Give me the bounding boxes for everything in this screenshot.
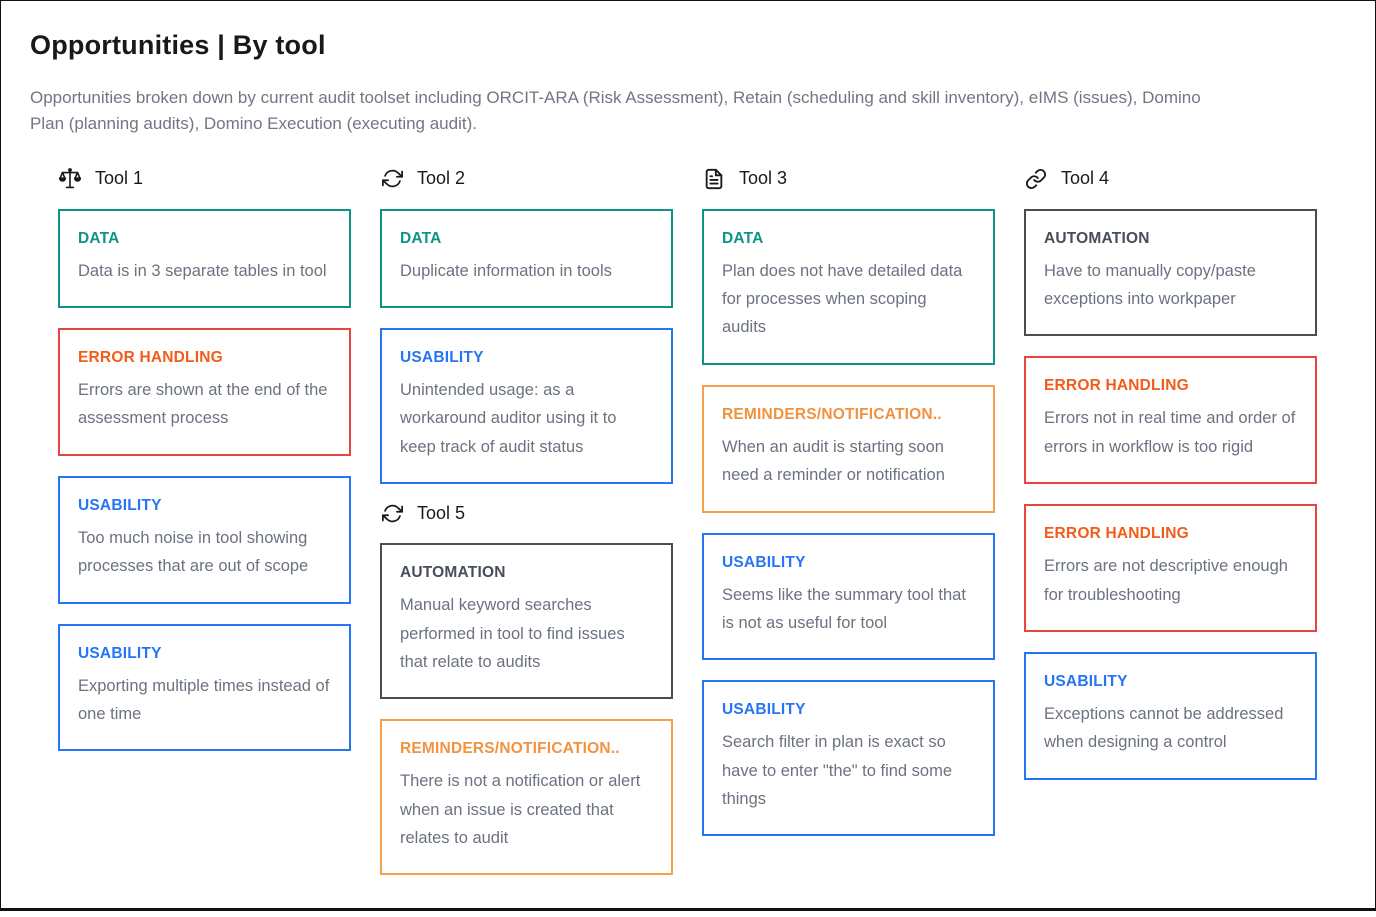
card-text: Unintended usage: as a workaround audito… — [400, 381, 617, 456]
card-text: There is not a notification or alert whe… — [400, 772, 641, 848]
opportunity-card[interactable]: AUTOMATION Manual keyword searches perfo… — [380, 543, 673, 700]
opportunities-board: Tool 1 DATA Data is in 3 separate tables… — [58, 164, 1346, 876]
section-tool-1: Tool 1 DATA Data is in 3 separate tables… — [58, 164, 351, 752]
balance-scale-icon — [58, 167, 82, 191]
card-text: Search filter in plan is exact so have t… — [722, 733, 953, 809]
card-category: AUTOMATION — [1044, 229, 1150, 247]
card-text: Errors not in real time and order of err… — [1044, 409, 1296, 456]
card-text: Duplicate information in tools — [400, 261, 612, 280]
column-label: Tool 5 — [417, 502, 466, 523]
column-tool-4: Tool 4 AUTOMATION Have to manually copy/… — [1024, 164, 1317, 876]
opportunity-card[interactable]: USABILITY Search filter in plan is exact… — [702, 680, 995, 837]
card-text: Seems like the summary tool that is not … — [722, 585, 966, 632]
column-tool-1: Tool 1 DATA Data is in 3 separate tables… — [58, 164, 351, 876]
card-text: Errors are shown at the end of the asses… — [78, 381, 328, 428]
refresh-icon — [380, 503, 404, 524]
card-category: REMINDERS/NOTIFICATION.. — [400, 740, 620, 758]
section-tool-5: Tool 5 AUTOMATION Manual keyword searche… — [380, 498, 673, 876]
column-tool-3: Tool 3 DATA Plan does not have detailed … — [702, 164, 995, 876]
card-category: USABILITY — [722, 553, 806, 571]
column-label: Tool 4 — [1061, 168, 1110, 189]
link-icon — [1024, 168, 1048, 190]
opportunity-card[interactable]: ERROR HANDLING Errors are not descriptiv… — [1024, 504, 1317, 632]
refresh-icon — [380, 168, 404, 189]
column-header: Tool 4 — [1024, 164, 1317, 194]
opportunity-card[interactable]: DATA Plan does not have detailed data fo… — [702, 208, 995, 365]
opportunity-card[interactable]: USABILITY Unintended usage: as a workaro… — [380, 328, 673, 485]
card-category: ERROR HANDLING — [1044, 525, 1189, 543]
section-tool-4: Tool 4 AUTOMATION Have to manually copy/… — [1024, 164, 1317, 780]
card-category: USABILITY — [1044, 672, 1128, 690]
page-title: Opportunities | By tool — [30, 30, 326, 60]
card-category: USABILITY — [78, 496, 162, 514]
opportunity-card[interactable]: USABILITY Seems like the summary tool th… — [702, 532, 995, 661]
opportunity-card[interactable]: REMINDERS/NOTIFICATION.. When an audit i… — [702, 384, 995, 513]
opportunity-card[interactable]: REMINDERS/NOTIFICATION.. There is not a … — [380, 719, 673, 876]
opportunity-card[interactable]: USABILITY Exceptions cannot be addressed… — [1024, 651, 1317, 780]
opportunity-card[interactable]: DATA Data is in 3 separate tables in too… — [58, 208, 351, 309]
page-subtitle: Opportunities broken down by current aud… — [30, 88, 1201, 134]
column-label: Tool 2 — [417, 168, 466, 189]
card-category: DATA — [78, 229, 120, 247]
card-category: USABILITY — [78, 644, 162, 662]
column-header: Tool 5 — [380, 498, 673, 528]
column-header: Tool 1 — [58, 164, 351, 194]
opportunities-page: Opportunities | By tool Opportunities br… — [30, 30, 1346, 876]
opportunity-card[interactable]: AUTOMATION Have to manually copy/paste e… — [1024, 208, 1317, 337]
card-text: When an audit is starting soon need a re… — [722, 437, 945, 485]
opportunity-card[interactable]: USABILITY Too much noise in tool showing… — [58, 475, 351, 604]
column-label: Tool 3 — [739, 168, 788, 189]
card-text: Exporting multiple times instead of one … — [78, 676, 330, 723]
card-category: REMINDERS/NOTIFICATION.. — [722, 405, 942, 423]
opportunity-card[interactable]: USABILITY Exporting multiple times inste… — [58, 623, 351, 752]
card-text: Too much noise in tool showing processes… — [78, 528, 309, 576]
opportunity-card[interactable]: ERROR HANDLING Errors are shown at the e… — [58, 328, 351, 456]
section-tool-2: Tool 2 DATA Duplicate information in too… — [380, 164, 673, 485]
column-label: Tool 1 — [95, 168, 144, 189]
card-category: AUTOMATION — [400, 564, 506, 582]
card-category: USABILITY — [400, 349, 484, 367]
card-category: DATA — [722, 229, 764, 247]
document-icon — [702, 168, 726, 190]
opportunity-card[interactable]: ERROR HANDLING Errors not in real time a… — [1024, 356, 1317, 485]
card-text: Plan does not have detailed data for pro… — [722, 261, 963, 337]
column-header: Tool 3 — [702, 164, 995, 194]
card-text: Have to manually copy/paste exceptions i… — [1044, 261, 1256, 309]
card-text: Manual keyword searches performed in too… — [400, 596, 625, 671]
card-category: ERROR HANDLING — [78, 349, 223, 367]
card-text: Errors are not descriptive enough for tr… — [1044, 557, 1288, 604]
card-category: ERROR HANDLING — [1044, 377, 1189, 395]
card-text: Data is in 3 separate tables in tool — [78, 261, 327, 280]
section-tool-3: Tool 3 DATA Plan does not have detailed … — [702, 164, 995, 837]
card-category: DATA — [400, 229, 442, 247]
card-text: Exceptions cannot be addressed when desi… — [1044, 704, 1284, 752]
card-category: USABILITY — [722, 701, 806, 719]
opportunity-card[interactable]: DATA Duplicate information in tools — [380, 208, 673, 309]
column-header: Tool 2 — [380, 164, 673, 194]
column-tool-2-5: Tool 2 DATA Duplicate information in too… — [380, 164, 673, 876]
